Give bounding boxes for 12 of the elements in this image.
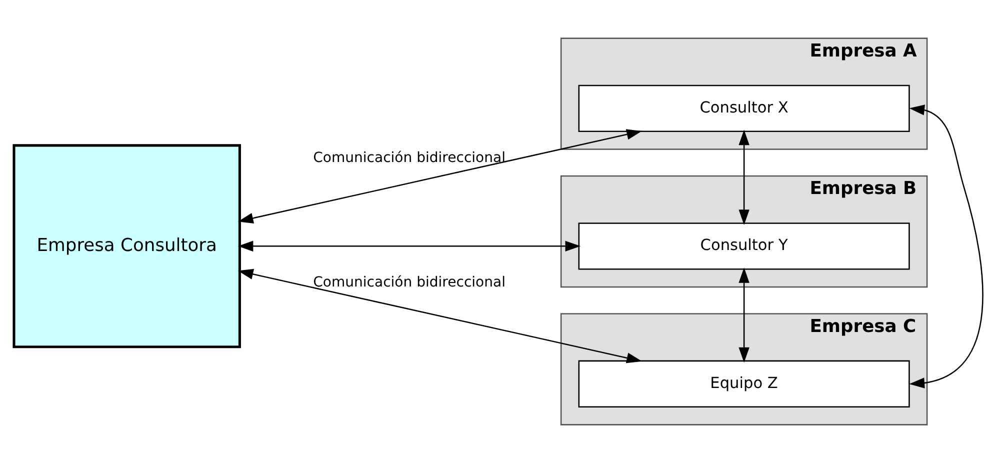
node-box: Consultor X — [578, 84, 910, 132]
arrow — [909, 104, 984, 388]
arrow — [738, 130, 750, 225]
edge-label: Comunicación bidireccional — [313, 274, 506, 291]
arrow — [238, 240, 581, 252]
arrow — [238, 268, 642, 364]
node-box: Consultor Y — [578, 222, 910, 270]
node-box: Equipo Z — [578, 360, 910, 408]
edge-label: Comunicación bidireccional — [313, 150, 506, 166]
arrow — [238, 129, 642, 224]
arrow — [738, 268, 750, 363]
node-box: Empresa Consultora — [12, 144, 241, 348]
